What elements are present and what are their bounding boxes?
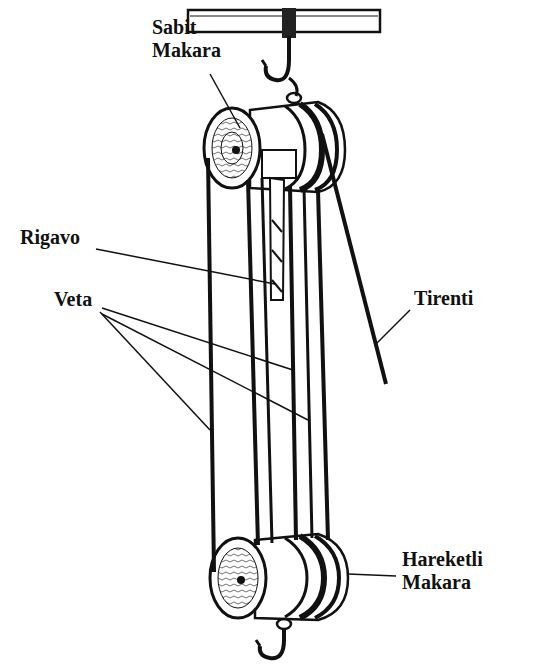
top-hook	[262, 36, 301, 103]
ropes	[208, 158, 328, 572]
beam	[188, 8, 380, 38]
leader-lines	[96, 74, 410, 576]
lower-block	[210, 534, 348, 620]
part-label: Hareketli Makara	[402, 548, 512, 594]
part-label: Rigavo	[20, 226, 110, 249]
rigavo	[270, 178, 284, 300]
part-label: Tirenti	[414, 287, 514, 310]
part-label: Sabit Makara	[152, 16, 232, 62]
pull-rope	[322, 134, 386, 384]
bottom-hook	[256, 619, 291, 658]
part-label: Veta	[54, 288, 114, 311]
